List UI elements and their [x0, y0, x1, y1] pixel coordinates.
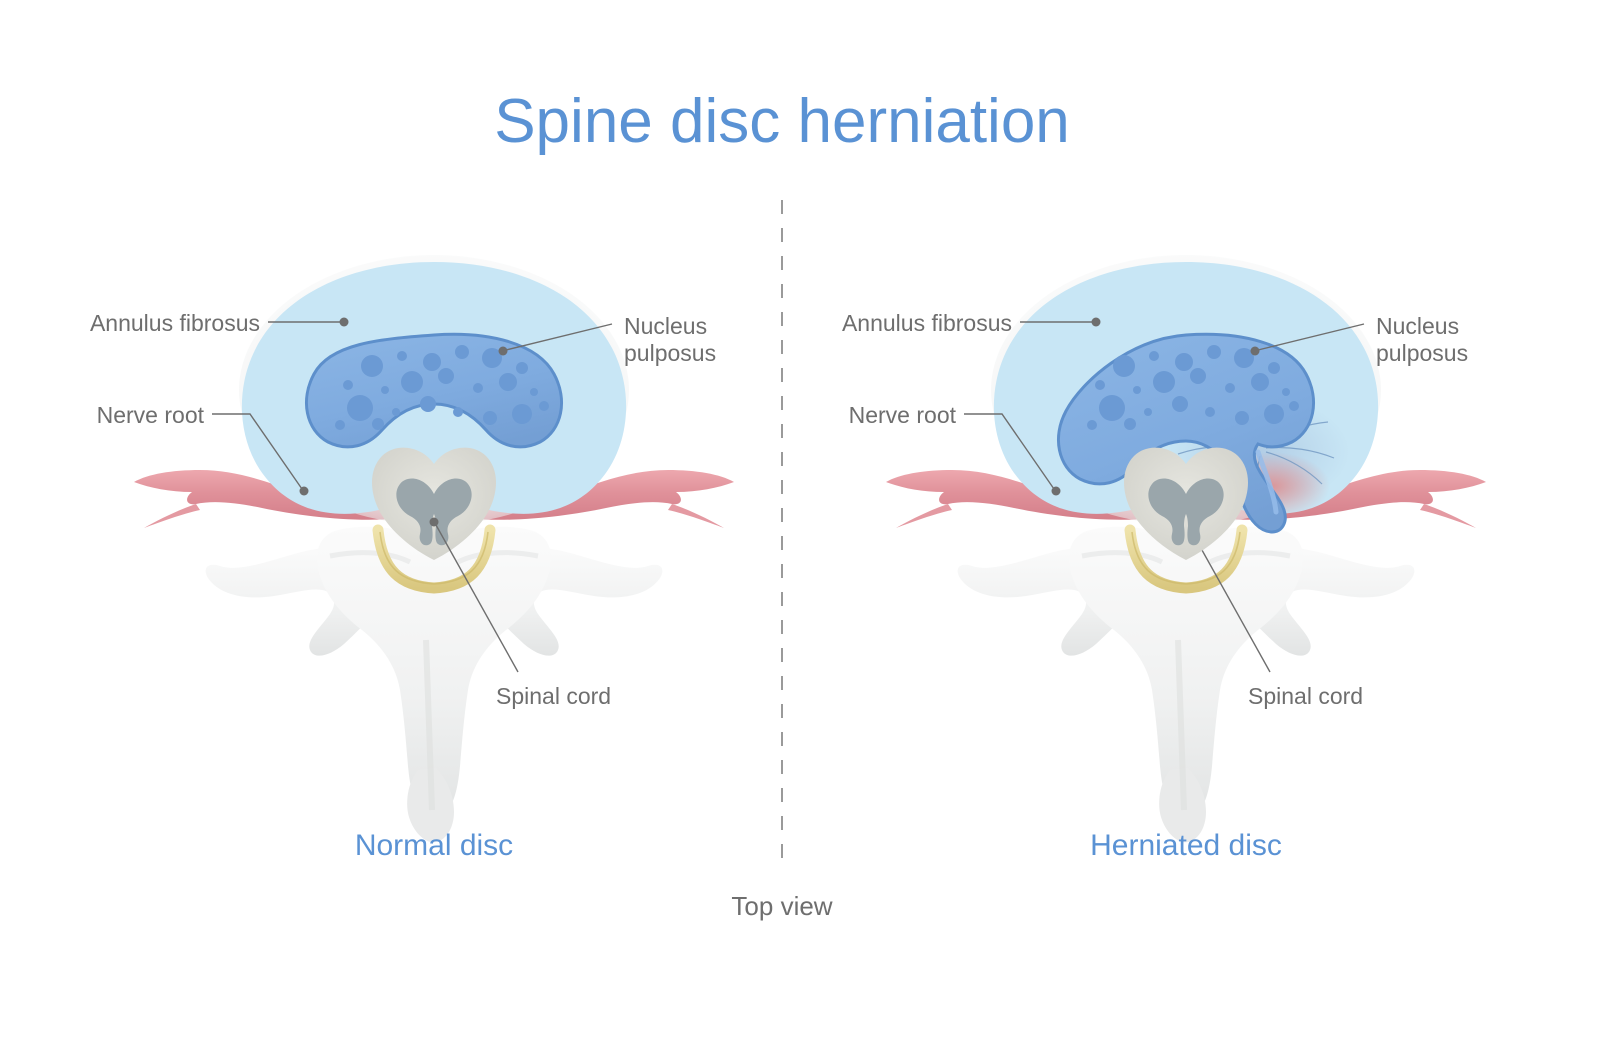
nucleus-pulposus-normal — [305, 332, 563, 449]
label-nucleus-pulposus-normal-line1: Nucleus — [624, 313, 707, 339]
ligamentum-flavum-outline-normal — [379, 531, 489, 585]
panel-normal-disc: Annulus fibrosus Nucleus pulposus Nerve … — [90, 255, 734, 862]
nucleus-pulposus-herniated — [1057, 332, 1315, 534]
top-view-note: Top view — [731, 891, 832, 921]
ligamentum-flavum-herniated — [1124, 524, 1248, 594]
caption-herniated-disc: Herniated disc — [1090, 829, 1282, 862]
ligamentum-flavum-normal — [372, 524, 496, 594]
label-nucleus-pulposus-normal-line2: pulposus — [624, 340, 716, 366]
label-nucleus-pulposus-herniated-line2: pulposus — [1376, 340, 1468, 366]
caption-normal-disc: Normal disc — [355, 829, 513, 862]
page-title: Spine disc herniation — [494, 87, 1070, 156]
label-spinal-cord-normal: Spinal cord — [496, 683, 611, 709]
label-nucleus-pulposus-herniated-line1: Nucleus — [1376, 313, 1459, 339]
label-spinal-cord-herniated: Spinal cord — [1248, 683, 1363, 709]
ligamentum-flavum-outline-herniated — [1131, 531, 1241, 585]
panel-herniated-disc: Annulus fibrosus Nucleus pulposus Nerve … — [842, 255, 1486, 862]
label-annulus-fibrosus-normal: Annulus fibrosus — [90, 310, 260, 336]
leader-lines-normal — [212, 317, 613, 673]
label-nerve-root-normal: Nerve root — [97, 402, 205, 428]
label-annulus-fibrosus-herniated: Annulus fibrosus — [842, 310, 1012, 336]
label-nerve-root-herniated: Nerve root — [849, 402, 957, 428]
